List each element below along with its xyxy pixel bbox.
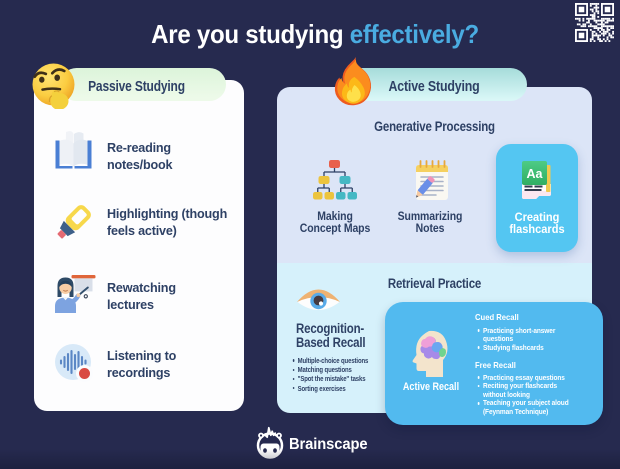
svg-text:Aa: Aa bbox=[527, 167, 544, 181]
